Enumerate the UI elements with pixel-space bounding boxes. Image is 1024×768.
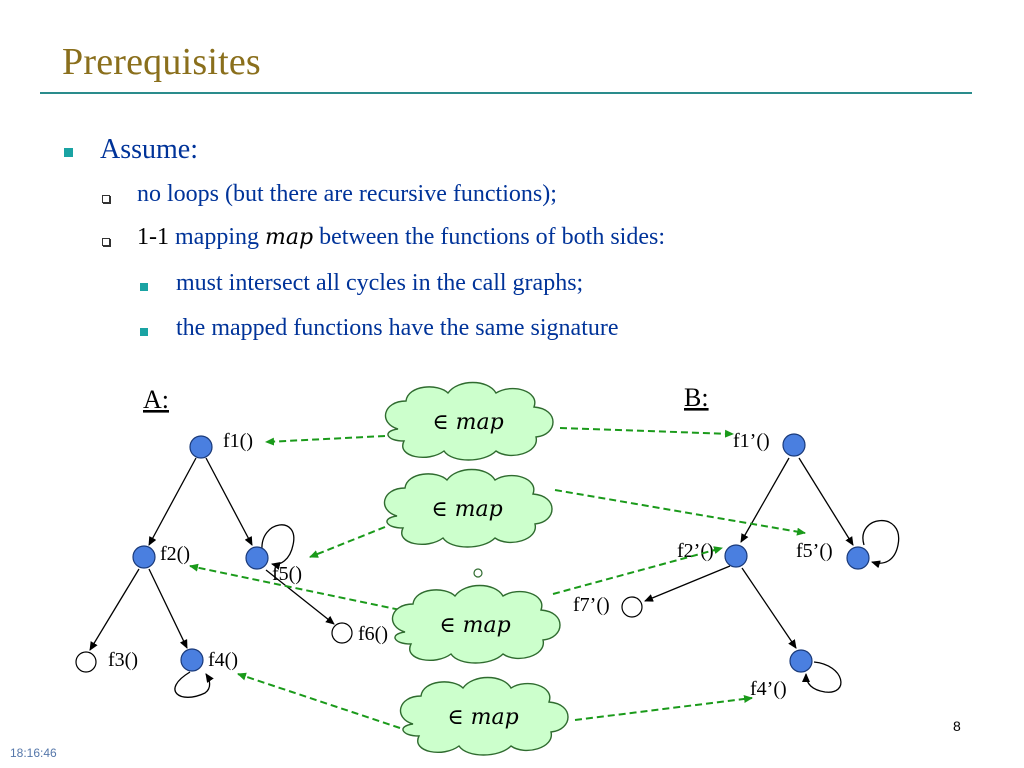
map-cloud-text: ∈ map	[431, 497, 502, 522]
map-line-a-f2	[189, 563, 411, 613]
map-cloud-3: ∈ map	[391, 584, 561, 664]
edge-a-f1-f2	[148, 457, 197, 546]
node-b-f2	[724, 544, 748, 568]
bullet-marker	[64, 148, 73, 157]
map-line-b-f2	[552, 546, 723, 595]
label-a-f5: f5()	[272, 563, 302, 585]
page-number: 8	[953, 718, 961, 734]
node-a-f3	[75, 651, 97, 673]
map-cloud-text: ∈ map	[439, 613, 510, 638]
node-a-f6	[331, 622, 353, 644]
sub-sub-bullet-marker	[140, 283, 148, 291]
node-b-f7	[621, 596, 643, 618]
node-a-f1	[189, 435, 213, 459]
label-a-f6: f6()	[358, 623, 388, 645]
edge-a-f2-f3	[89, 568, 140, 651]
edge-a-f1-f5	[205, 457, 253, 546]
map-line-b-f4	[574, 695, 753, 721]
label-b-f4: f4’()	[750, 678, 787, 700]
bullet-assume: Assume:	[100, 134, 198, 165]
sub-sub-bullet-marker	[140, 328, 148, 336]
edge-a-f2-f4	[148, 568, 188, 649]
map-cloud-4: ∈ map	[399, 676, 569, 756]
self-loop-b-f4	[802, 661, 842, 693]
label-a-f3: f3()	[108, 649, 138, 671]
sub-sub-bullet-intersect: must intersect all cycles in the call gr…	[176, 270, 584, 296]
node-b-f5	[846, 546, 870, 570]
node-a-f4	[180, 648, 204, 672]
label-b-f2: f2’()	[677, 540, 714, 562]
small-marker	[473, 568, 483, 578]
map-cloud-2: ∈ map	[383, 468, 553, 548]
self-loop-a-f4	[174, 671, 214, 698]
self-loop-a-f5	[261, 524, 295, 570]
mapping-prefix: 1-1	[137, 224, 175, 250]
edge-b-f1-f5	[798, 457, 854, 546]
node-a-f2	[132, 545, 156, 569]
label-b-f7: f7’()	[573, 594, 610, 616]
edge-b-f2-f7	[644, 565, 731, 602]
node-b-f4	[789, 649, 813, 673]
title-divider	[40, 92, 972, 94]
edge-b-f2-f4	[741, 567, 797, 649]
map-line-a-f4	[237, 672, 401, 729]
self-loop-b-f5	[862, 520, 900, 569]
sub-bullet-no-loops: no loops (but there are recursive functi…	[137, 181, 557, 207]
node-a-f5	[245, 546, 269, 570]
label-a-f1: f1()	[223, 430, 253, 452]
label-a-f4: f4()	[208, 649, 238, 671]
node-b-f1	[782, 433, 806, 457]
label-b-f5: f5’()	[796, 540, 833, 562]
mapping-suffix: between the functions of both sides:	[313, 224, 665, 250]
label-a-f2: f2()	[160, 543, 190, 565]
edge-b-f1-f2	[740, 457, 790, 543]
graph-b-label: B:	[684, 383, 709, 412]
slide-title: Prerequisites	[62, 41, 261, 83]
mapping-symbol: map	[265, 225, 314, 250]
map-line-a-f1	[265, 435, 386, 446]
edge-a-f5-f6	[265, 569, 335, 625]
map-line-b-f5	[554, 489, 806, 536]
label-b-f1: f1’()	[733, 430, 770, 452]
sub-bullet-marker	[102, 238, 110, 246]
sub-sub-bullet-signature: the mapped functions have the same signa…	[176, 315, 619, 341]
sub-bullet-mapping: 1-1 mapping map between the functions of…	[137, 224, 665, 251]
map-cloud-text: ∈ map	[447, 705, 518, 730]
sub-bullet-marker	[102, 195, 110, 203]
map-cloud-1: ∈ map	[384, 381, 554, 461]
mapping-word: mapping	[175, 224, 265, 250]
map-cloud-text: ∈ map	[432, 410, 503, 435]
footer-timestamp: 18:16:46	[10, 746, 57, 760]
map-line-b-f1	[559, 427, 734, 438]
graph-a-label: A:	[143, 385, 169, 414]
map-line-a-f5	[309, 526, 386, 558]
